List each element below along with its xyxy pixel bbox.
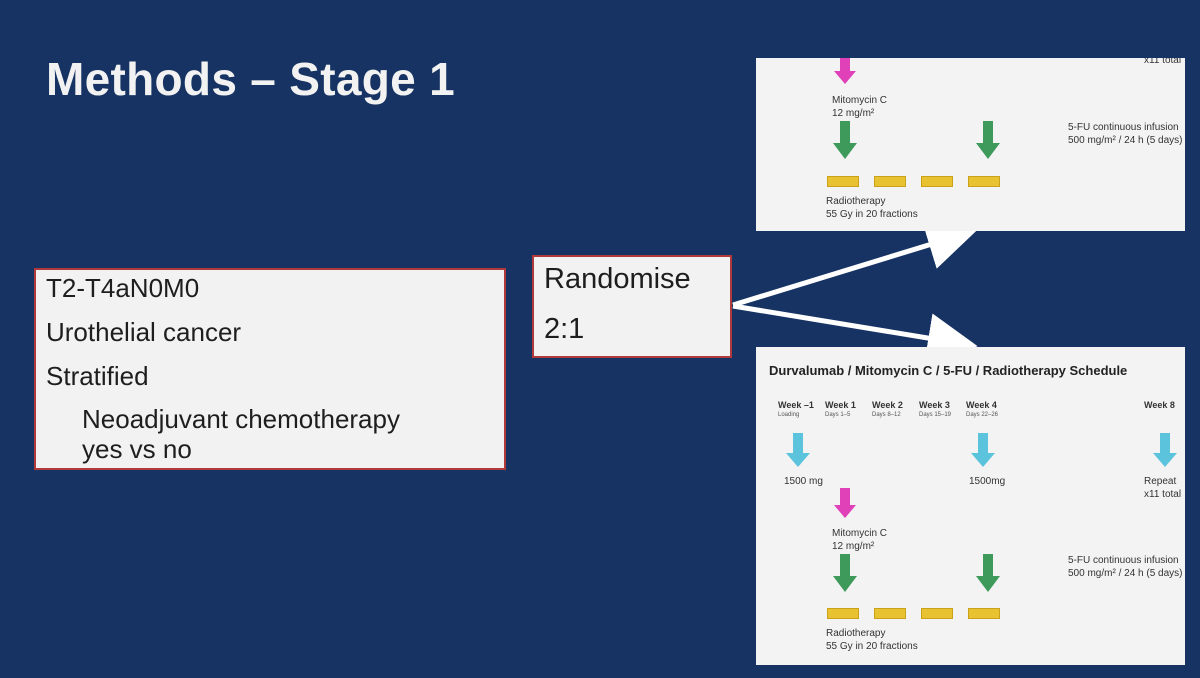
week-header: Week 8: [1144, 400, 1175, 410]
week-header: Week 4: [966, 400, 997, 410]
eligibility-criteria-box: T2-T4aN0M0 Urothelial cancer Stratified …: [34, 268, 506, 470]
durvalumab-arrow-icon: [786, 433, 810, 467]
repeat-total: x11 total: [1144, 489, 1182, 500]
week-header: Week 2: [872, 400, 903, 410]
fu-start-arrow-icon: [833, 121, 857, 159]
randomise-ratio: 2:1: [544, 313, 585, 345]
week-header: Week 1: [825, 400, 856, 410]
arrow-to-durvalumab-arm: [732, 303, 978, 363]
radiotherapy-bar-week2: [874, 608, 906, 619]
repeat-label: Repeat: [1144, 476, 1177, 487]
mitomycin-dose: 12 mg/m²: [832, 541, 875, 552]
week-days: Days 15–19: [919, 412, 952, 418]
fu-start-arrow-icon: [833, 554, 857, 592]
fu-dose: 500 mg/m² / 24 h (5 days): [1068, 568, 1183, 579]
fu-end-arrow-icon: [976, 554, 1000, 592]
durvalumab-dose-loading: 1500 mg: [784, 476, 823, 487]
radiotherapy-bar-week3: [921, 608, 953, 619]
durvalumab-arm-schedule-panel: Durvalumab / Mitomycin C / 5-FU / Radiot…: [756, 347, 1185, 665]
durvalumab-dose-week4: 1500mg: [969, 476, 1006, 487]
control-rt-label: Radiotherapy: [826, 196, 886, 207]
control-mitomycin-label: Mitomycin C: [832, 95, 888, 106]
week-days: Days 1–5: [825, 412, 851, 418]
randomise-box: Randomise 2:1: [532, 255, 732, 358]
control-arm-schedule-panel: x11 total Mitomycin C 12 mg/m² 5-FU cont…: [756, 58, 1185, 231]
mitomycin-arrow-icon: [834, 58, 856, 84]
control-repeat-total: x11 total: [1144, 58, 1182, 66]
fu-label: 5-FU continuous infusion: [1068, 555, 1179, 566]
radiotherapy-bar-week3: [921, 176, 953, 187]
durvalumab-arrow-icon: [971, 433, 995, 467]
criteria-stage: T2-T4aN0M0: [46, 273, 200, 303]
control-fu-dose: 500 mg/m² / 24 h (5 days): [1068, 135, 1183, 146]
week-header: Week –1: [778, 400, 814, 410]
rt-dose: 55 Gy in 20 fractions: [826, 641, 918, 652]
radiotherapy-bar-week1: [827, 176, 859, 187]
criteria-stratified: Stratified: [46, 361, 149, 391]
radiotherapy-bar-week4: [968, 608, 1000, 619]
week-days: Loading: [778, 412, 800, 418]
criteria-histology: Urothelial cancer: [46, 317, 242, 347]
mitomycin-arrow-icon: [834, 488, 856, 518]
randomise-label: Randomise: [544, 263, 691, 295]
durvalumab-arrow-icon: [1153, 433, 1177, 467]
week-days: Days 22–26: [966, 412, 999, 418]
criteria-neoadjuvant: Neoadjuvant chemotherapy: [82, 404, 400, 434]
schedule-title: Durvalumab / Mitomycin C / 5-FU / Radiot…: [769, 363, 1128, 378]
criteria-yes-no: yes vs no: [82, 434, 192, 464]
fu-end-arrow-icon: [976, 121, 1000, 159]
radiotherapy-bar-week4: [968, 176, 1000, 187]
slide-title: Methods – Stage 1: [46, 53, 455, 105]
arrow-to-control-arm: [732, 220, 978, 308]
week-days: Days 8–12: [872, 412, 901, 418]
week-header: Week 3: [919, 400, 950, 410]
mitomycin-label: Mitomycin C: [832, 528, 888, 539]
rt-label: Radiotherapy: [826, 628, 886, 639]
control-fu-label: 5-FU continuous infusion: [1068, 122, 1179, 133]
control-rt-dose: 55 Gy in 20 fractions: [826, 209, 918, 220]
control-mitomycin-dose: 12 mg/m²: [832, 108, 875, 119]
radiotherapy-bar-week1: [827, 608, 859, 619]
radiotherapy-bar-week2: [874, 176, 906, 187]
